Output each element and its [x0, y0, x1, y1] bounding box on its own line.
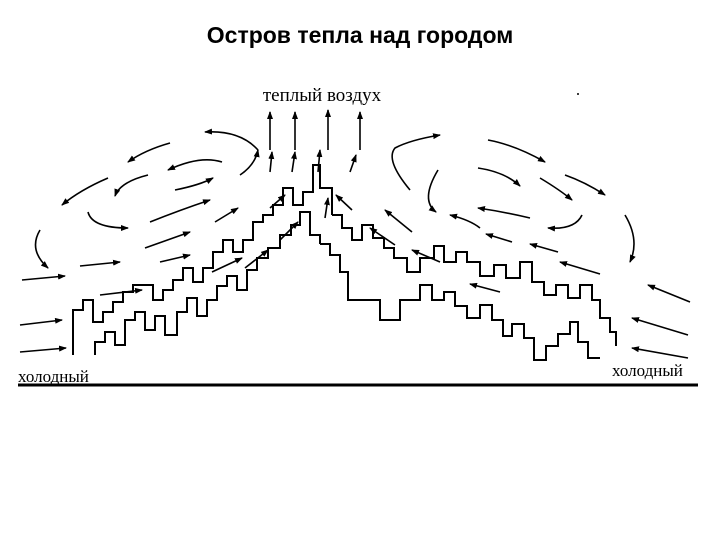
inflow-arrow	[159, 253, 191, 263]
vortex-arrow	[477, 206, 531, 219]
rising-arrow	[268, 151, 275, 173]
vortex-arrow	[624, 214, 636, 263]
vortex-arrow	[449, 213, 481, 229]
city-flow-arrow	[384, 209, 413, 233]
city-flow-arrow	[411, 249, 441, 263]
inflow-arrow	[19, 317, 63, 326]
vortex-arrow	[87, 211, 129, 231]
vortex-arrow	[485, 233, 513, 243]
city-flow-arrow	[279, 221, 299, 241]
vortex-arrow	[529, 243, 559, 253]
vortex-arrow	[214, 207, 239, 223]
vortex-arrow	[149, 199, 211, 223]
inflow-arrow	[99, 287, 143, 296]
vortex-arrow	[167, 159, 223, 171]
inflow-arrow	[559, 261, 601, 275]
slide-title: Остров тепла над городом	[206, 22, 514, 48]
city-flow-arrow	[323, 197, 330, 219]
vortex-arrow	[427, 169, 439, 213]
inflow-arrow	[631, 346, 689, 359]
vortex-arrow	[239, 149, 260, 176]
warm-air-label: теплый воздух	[263, 85, 382, 106]
rising-arrow	[316, 149, 323, 173]
vortex-arrow	[391, 133, 441, 191]
city-flow-arrow	[269, 194, 286, 209]
city-skyline	[72, 164, 617, 361]
city-flow-arrow	[369, 227, 396, 246]
cold-right-label: холодный	[612, 361, 683, 380]
city-flow-arrow	[335, 194, 353, 211]
vortex-arrow	[144, 231, 191, 249]
vortex-arrow	[547, 214, 583, 232]
inflow-arrow	[21, 273, 66, 281]
inflow-arrow	[631, 317, 689, 336]
vortex-arrow	[174, 177, 214, 191]
city-flow-arrow	[211, 257, 243, 273]
skyline-outer-right	[332, 214, 617, 346]
stray-dot	[577, 93, 579, 95]
vortex-arrow	[539, 177, 573, 201]
vortex-arrow	[61, 177, 109, 206]
vortex-arrow	[204, 128, 259, 151]
inflow-arrow	[79, 259, 121, 267]
vortex-arrow	[477, 167, 521, 187]
vortex-arrow	[114, 174, 149, 197]
vortex-arrow	[127, 142, 171, 163]
inflow-arrow	[19, 345, 67, 353]
rising-arrow	[290, 151, 297, 173]
cold-left-label: холодный	[18, 367, 89, 386]
city-flow-arrow	[469, 282, 501, 293]
vortex-arrow	[564, 174, 606, 196]
air-flow-arrows	[19, 109, 691, 359]
skyline-outer-left	[72, 164, 333, 355]
vortex-arrow	[34, 229, 49, 269]
city-flow-arrow	[244, 249, 269, 269]
rising-arrow	[349, 154, 357, 173]
vortex-arrow	[487, 139, 546, 163]
skyline-inner-right	[320, 243, 600, 361]
inflow-arrow	[647, 284, 691, 303]
